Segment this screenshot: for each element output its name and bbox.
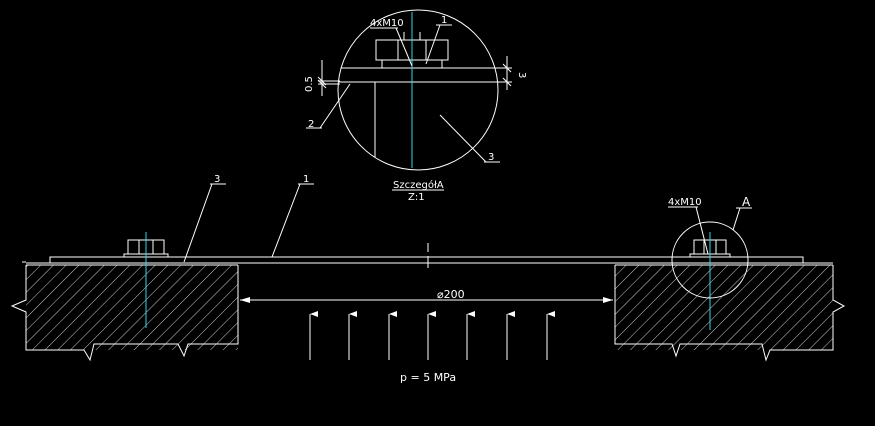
detail-circle: [337, 9, 499, 171]
main-bolt-label: 4xM10: [668, 197, 702, 208]
pressure-arrows: [309, 311, 555, 360]
detail-ref-circle: [671, 221, 749, 299]
left-bolt: [123, 232, 169, 328]
detail-plate: [338, 67, 498, 83]
main-plate: [49, 256, 804, 264]
detail-leader-1-label: 1: [441, 15, 447, 26]
right-bolt: [689, 232, 731, 330]
detail-view: 4xM10 1 2 3 0.5 3 Szc: [304, 9, 527, 203]
diameter-label: ⌀200: [437, 288, 465, 301]
detail-scale: Z:1: [408, 192, 425, 203]
main-leader-1-label: 1: [303, 174, 309, 185]
detail-title: SzczegółA: [393, 179, 444, 191]
detail-ref-label: A: [742, 195, 751, 209]
detail-leader-2-label: 2: [308, 119, 314, 130]
dim-gap: 0.5: [304, 60, 340, 96]
main-section: A 4xM10 3 1 ⌀200: [10, 174, 846, 384]
left-support: [26, 265, 238, 350]
dim-gap-label: 0.5: [304, 76, 315, 92]
dim-plate-label: 3: [516, 72, 527, 78]
detail-bolt-label: 4xM10: [370, 18, 404, 29]
dim-plate: 3: [490, 56, 527, 90]
right-support: [615, 265, 833, 350]
main-leader-3-label: 3: [214, 174, 220, 185]
diameter-dimension: ⌀200: [240, 288, 613, 303]
detail-leader-3-label: 3: [488, 152, 494, 163]
pressure-label: p = 5 MPa: [400, 371, 456, 384]
